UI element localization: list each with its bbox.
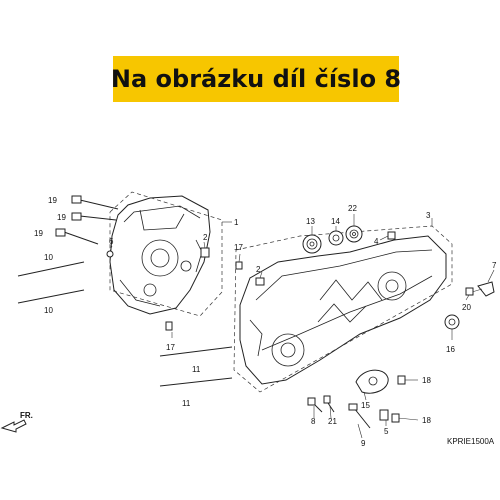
bolt-19-b bbox=[71, 212, 117, 221]
bolt-19-c bbox=[55, 228, 99, 245]
label-14: 14 bbox=[331, 217, 340, 226]
label-18-upper: 18 bbox=[422, 376, 431, 385]
label-10-lower: 10 bbox=[44, 306, 53, 315]
label-21: 21 bbox=[328, 417, 337, 426]
label-20: 20 bbox=[462, 303, 471, 312]
label-11-upper: 11 bbox=[192, 365, 201, 374]
label-19-b: 19 bbox=[57, 213, 66, 222]
title-banner: Na obrázku díl číslo 8 bbox=[110, 56, 402, 102]
callout-labels: 1 2 2 3 4 5 6 7 8 9 10 10 11 11 13 14 15… bbox=[34, 196, 497, 448]
label-22: 22 bbox=[348, 204, 357, 213]
label-9: 9 bbox=[361, 439, 366, 448]
seal-16 bbox=[444, 314, 460, 330]
label-8: 8 bbox=[311, 417, 316, 426]
bolt-8 bbox=[307, 397, 323, 413]
banner-title: Na obrázku díl číslo 8 bbox=[110, 65, 402, 93]
stud-11-upper bbox=[159, 346, 233, 357]
dowel-2-left bbox=[200, 247, 210, 258]
pin-17-right bbox=[235, 261, 243, 270]
label-18-lower: 18 bbox=[422, 416, 431, 425]
diagram-code: KPRIE1500A bbox=[447, 437, 495, 446]
right-crankcase bbox=[239, 235, 447, 385]
bearing-22 bbox=[345, 225, 363, 243]
dowel-4 bbox=[387, 231, 396, 240]
bolt-18-upper bbox=[397, 375, 418, 385]
label-4: 4 bbox=[374, 237, 379, 246]
front-direction-arrow: FR. bbox=[0, 411, 33, 433]
label-2-right: 2 bbox=[256, 265, 261, 274]
stud-10-lower bbox=[17, 289, 85, 304]
label-19-c: 19 bbox=[34, 229, 43, 238]
dowel-2-right bbox=[255, 277, 265, 286]
label-5: 5 bbox=[384, 427, 389, 436]
cover-15 bbox=[355, 369, 389, 394]
pin-17-left bbox=[165, 321, 173, 331]
label-1: 1 bbox=[234, 218, 239, 227]
label-16: 16 bbox=[446, 345, 455, 354]
leader-lines bbox=[109, 214, 495, 439]
clip-5 bbox=[379, 409, 389, 421]
left-crankcase bbox=[109, 195, 211, 315]
label-3: 3 bbox=[426, 211, 431, 220]
label-17-right: 17 bbox=[234, 243, 243, 252]
bolt-19-a bbox=[71, 195, 119, 210]
bolt-21 bbox=[323, 395, 335, 413]
bracket-7 bbox=[477, 281, 495, 297]
label-7: 7 bbox=[492, 261, 497, 270]
bolt-9 bbox=[348, 403, 371, 429]
stud-10-upper bbox=[17, 261, 85, 277]
label-13: 13 bbox=[306, 217, 315, 226]
stud-11-lower bbox=[159, 377, 233, 387]
label-11-lower: 11 bbox=[182, 399, 191, 408]
fr-label: FR. bbox=[20, 411, 33, 420]
pin-6 bbox=[106, 250, 114, 258]
label-17-left: 17 bbox=[166, 343, 175, 352]
bearing-13 bbox=[302, 234, 322, 254]
label-10-upper: 10 bbox=[44, 253, 53, 262]
label-19-a: 19 bbox=[48, 196, 57, 205]
bearing-14 bbox=[328, 230, 344, 246]
label-15: 15 bbox=[361, 401, 370, 410]
bolt-20 bbox=[465, 287, 483, 296]
label-6: 6 bbox=[109, 237, 114, 246]
bolt-18-lower bbox=[391, 413, 419, 423]
label-2-left: 2 bbox=[203, 233, 208, 242]
